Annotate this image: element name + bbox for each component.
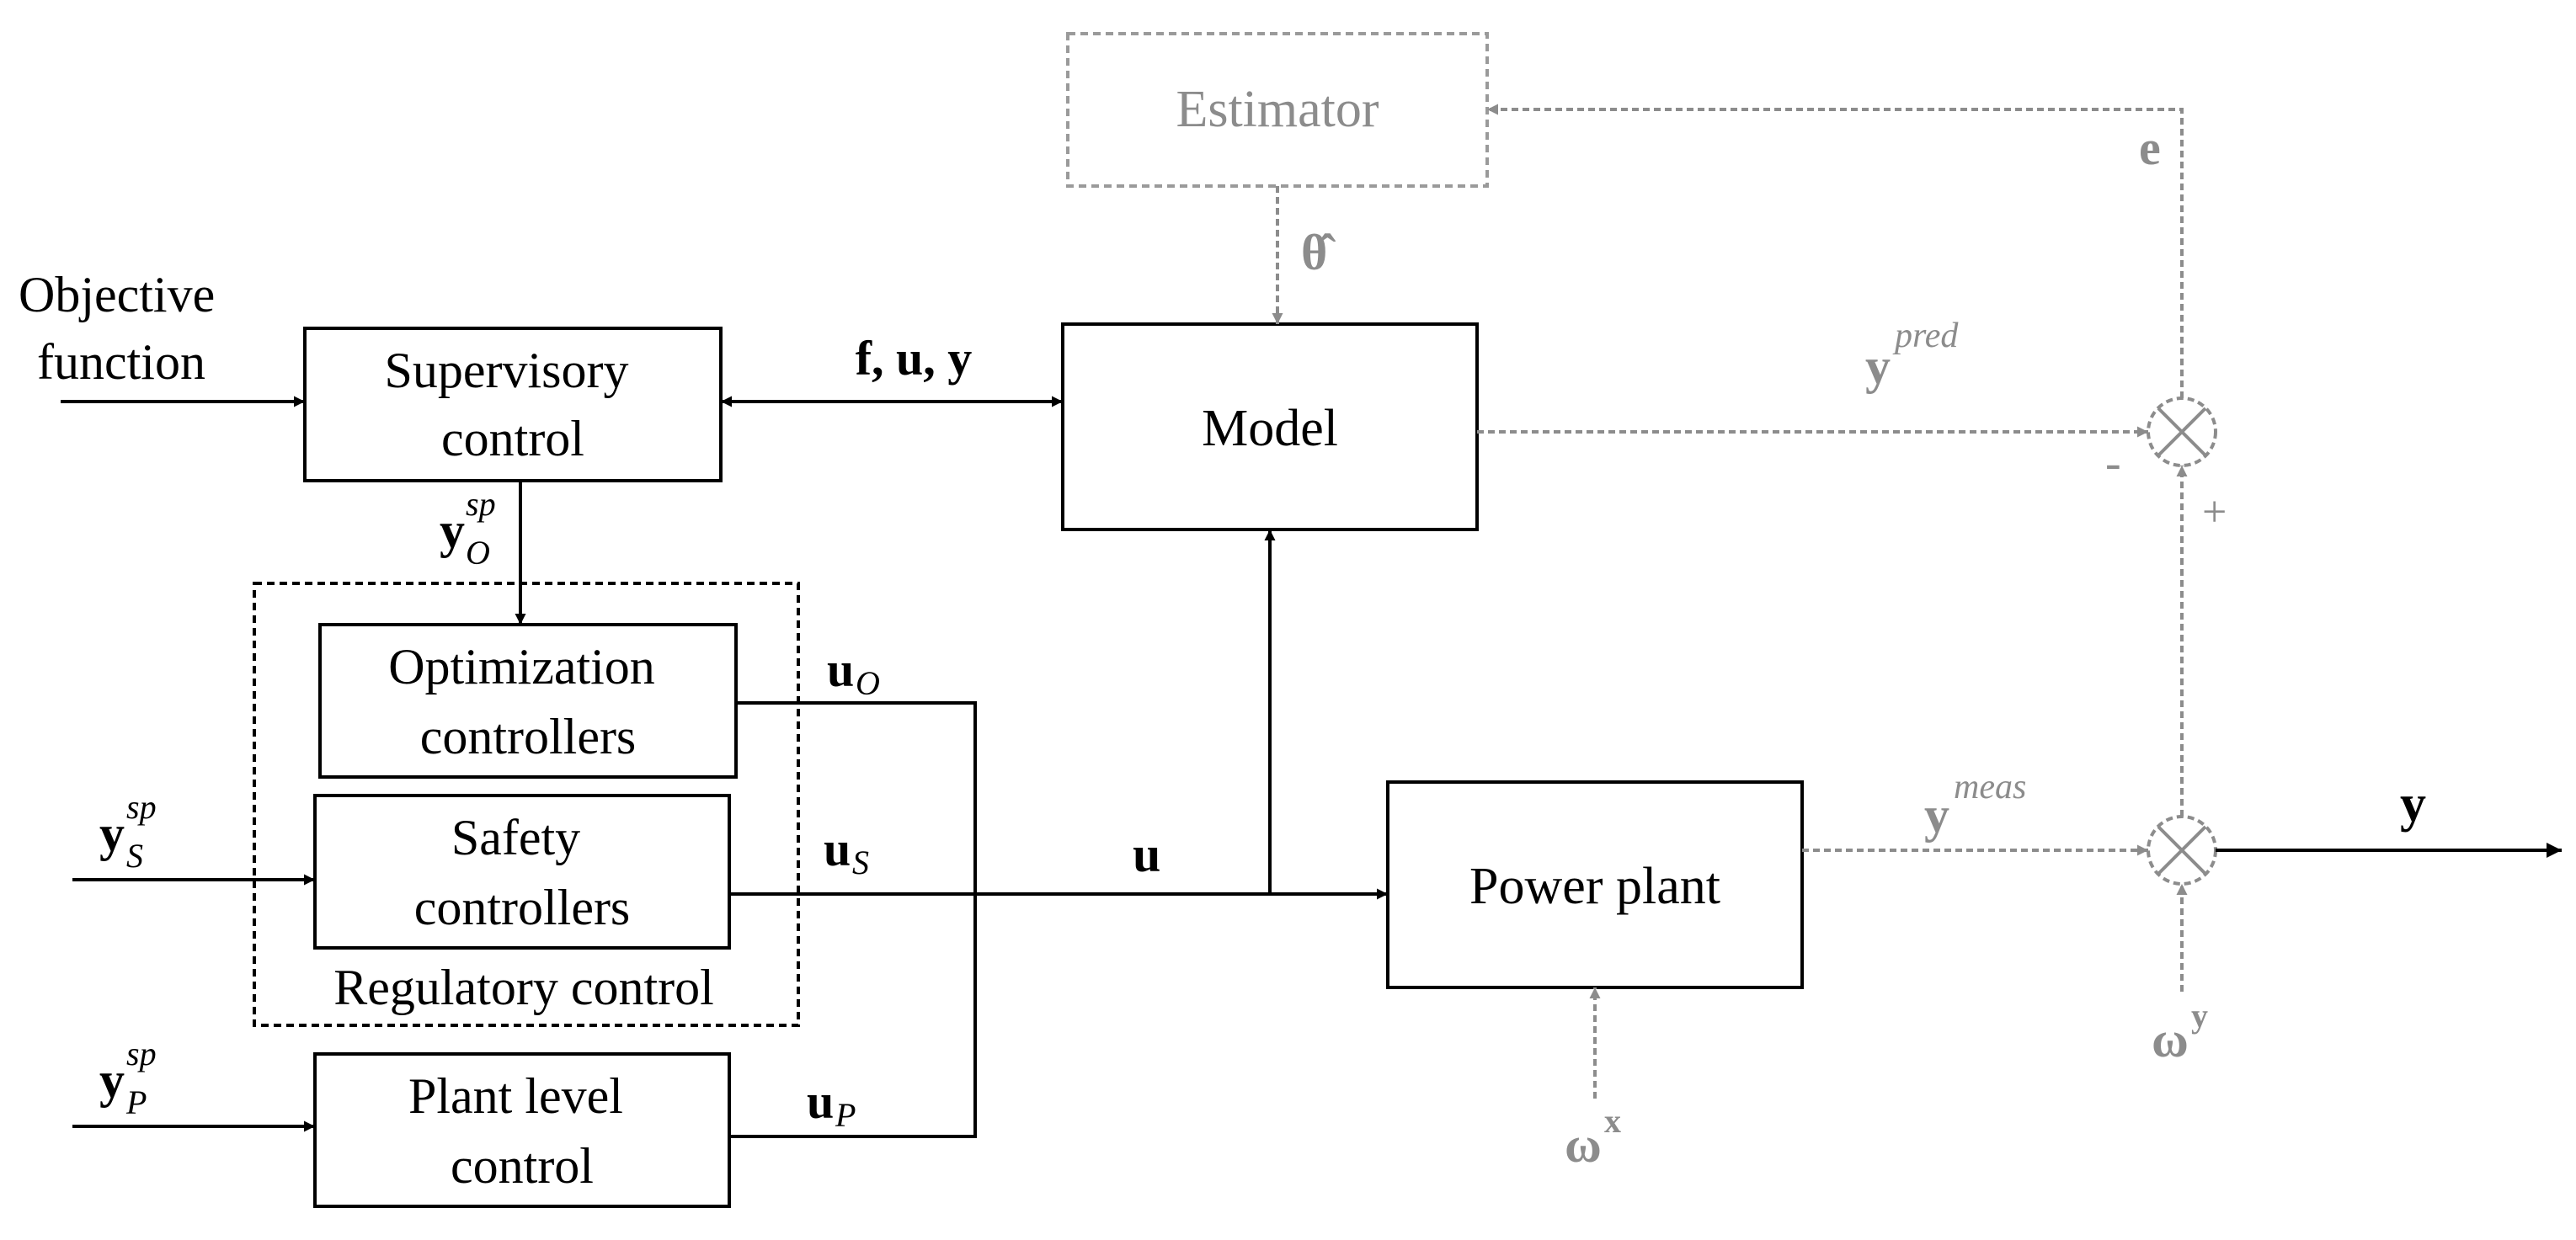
y-sp-s-label: y sp S [99, 788, 160, 875]
theta-hat-label: θ̂ [1301, 225, 1336, 280]
regulatory-control-group [253, 582, 800, 1027]
omega-y-label: ω y [2152, 997, 2208, 1067]
objective-function-label: Objective function [19, 267, 227, 390]
supervisory-control-label: Supervisory control [385, 343, 642, 466]
u-o-label: u O [827, 642, 880, 702]
error-feedback-line [1487, 104, 2184, 398]
omega-x-label: ω x [1565, 1102, 1621, 1173]
supervisory-control-block [303, 327, 723, 482]
optimization-controllers-label: Optimization controllers [388, 639, 668, 764]
safety-controllers-block [313, 794, 731, 950]
plus-sign: + [2202, 488, 2227, 536]
minus-sign: - [2105, 437, 2121, 489]
u-o-line [736, 701, 977, 894]
safety-controllers-label: Safety controllers [414, 810, 631, 935]
u-label: u [1133, 827, 1160, 882]
model-label: Model [1202, 400, 1338, 457]
u-p-line [729, 894, 977, 1138]
y-meas-label: y meas [1924, 768, 2026, 843]
power-plant-label: Power plant [1469, 858, 1720, 915]
y-output-label: y [2400, 775, 2426, 833]
optimization-controllers-block [318, 623, 738, 779]
estimator-block [1066, 32, 1489, 188]
estimator-label: Estimator [1176, 81, 1379, 138]
y-sp-o-label: y sp O [440, 485, 499, 572]
power-plant-block [1386, 780, 1804, 989]
y-sp-p-label: y sp P [99, 1035, 160, 1121]
y-pred-label: y pred [1865, 317, 1959, 394]
fuy-label: f, u, y [856, 331, 973, 386]
e-label: e [2139, 120, 2161, 175]
summing-junction-measurement [2147, 815, 2217, 886]
summing-junction-prediction [2147, 396, 2217, 467]
plant-level-control-label: Plant level control [408, 1068, 636, 1194]
plant-level-control-block [313, 1052, 731, 1208]
regulatory-control-label: Regulatory control [333, 960, 714, 1015]
u-s-label: u S [824, 822, 869, 881]
model-block [1061, 322, 1479, 531]
u-p-label: u P [807, 1074, 856, 1134]
